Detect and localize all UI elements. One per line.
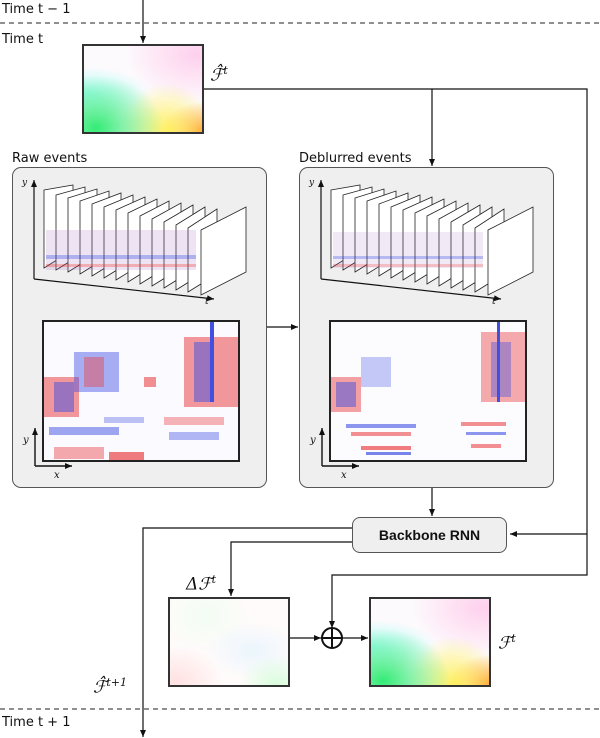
flow-estimate-input-label: ℱ̂t [210, 64, 228, 86]
raw-stack-y-axis-label: y [22, 178, 28, 188]
deblurred-event-frame-image [329, 320, 527, 462]
sum-operator-icon [321, 627, 343, 649]
delta-flow-label: Δℱt [186, 573, 217, 595]
flow-estimate-input-image [82, 44, 204, 134]
time-next-label: Time t + 1 [2, 715, 71, 730]
raw-events-title: Raw events [12, 151, 88, 166]
deblurred-img-y-axis-label: y [310, 435, 316, 446]
delta-flow-image [168, 597, 290, 687]
raw-img-x-axis-label: x [54, 470, 60, 481]
raw-img-y-axis-label: y [23, 435, 29, 446]
flow-estimate-next-label: ℱ̂t+1 [93, 676, 128, 698]
deblurred-stack-t-axis-label: t [492, 297, 496, 307]
flow-output-label: ℱt [498, 632, 516, 654]
flow-output-image [369, 597, 491, 687]
time-prev-label: Time t − 1 [2, 2, 71, 17]
raw-event-frame-image [42, 320, 240, 462]
deblurred-events-title: Deblurred events [299, 151, 412, 166]
raw-stack-t-axis-label: t [205, 297, 209, 307]
deblurred-stack-y-axis-label: y [309, 178, 315, 188]
deblurred-img-x-axis-label: x [341, 470, 347, 481]
backbone-rnn-block: Backbone RNN [352, 517, 507, 553]
time-current-label: Time t [2, 32, 44, 47]
